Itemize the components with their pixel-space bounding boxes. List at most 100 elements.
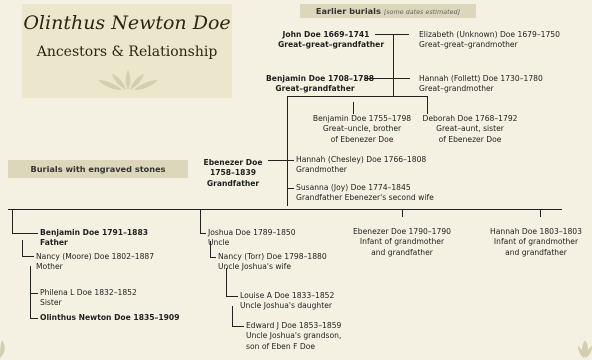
descent-line-nancy-moore (30, 266, 31, 318)
person-relationship: Sister (40, 298, 62, 308)
person-name: Benjamin Doe 1791–1883 (40, 228, 149, 237)
person-relationship: Grandfather (206, 178, 260, 188)
person-name: Edward J Doe 1853–1859 (246, 321, 342, 330)
person-john-doe: John Doe 1669–1741 Great–great–grandfath… (278, 30, 385, 51)
branch-line-edward (232, 326, 244, 327)
descent-line-ebenezer (287, 96, 288, 206)
person-joshua-doe: Joshua Doe 1789–1850 Uncle (208, 228, 296, 249)
leaf-sprig-icon (0, 340, 5, 358)
person-name: Hannah (Follett) Doe 1730–1780 (419, 74, 543, 83)
person-relationship: Uncle (208, 238, 230, 248)
person-benjamin-doe-1755: Benjamin Doe 1755–1798 Great–uncle, brot… (312, 114, 412, 145)
person-susanna-joy-doe: Susanna (Joy) Doe 1774–1845 Grandfather … (296, 183, 434, 204)
person-relationship: Great–aunt, sister (436, 124, 504, 134)
descent-line-louise (232, 306, 233, 326)
descent-line-nancy-torr (226, 268, 227, 296)
branch-line-philena (30, 293, 38, 294)
sibling-bar-ebenezer (287, 96, 428, 97)
person-relationship: Father (40, 238, 68, 248)
person-name: Nancy (Torr) Doe 1798–1880 (218, 252, 327, 261)
person-relationship: Great–grandfather (275, 84, 355, 94)
person-name: Hannah Doe 1803–1803 (490, 227, 582, 236)
descent-line-benjamin-1755 (353, 102, 354, 114)
branch-line-nancy-torr (210, 257, 216, 258)
branch-line-ebenezer (268, 160, 287, 161)
person-relationship: Grandfather Ebenezer's second wife (296, 193, 434, 203)
branch-line-nancy-moore (22, 256, 34, 257)
person-name: Ebenezer Doe 1790–1790 (353, 227, 451, 236)
person-louise-doe: Louise A Doe 1833–1852 Uncle Joshua's da… (240, 291, 334, 312)
person-relationship: Great–grandmother (419, 84, 494, 94)
person-name: Benjamin Doe 1755–1798 (312, 114, 412, 123)
title-panel: Olinthus Newton Doe Ancestors & Relation… (22, 4, 232, 98)
person-ebenezer-doe-1790: Ebenezer Doe 1790–1790 Infant of grandmo… (348, 227, 456, 258)
person-name: Deborah Doe 1768–1792 (422, 114, 518, 123)
person-relationship: Great–great–grandfather (278, 40, 385, 50)
branch-line-susanna (287, 188, 294, 189)
marriage-line-benjamin-sr (365, 78, 410, 79)
marriage-line-joshua (210, 241, 211, 257)
person-philena-doe: Philena L Doe 1832–1852 Sister (40, 288, 137, 309)
person-name: Olinthus Newton Doe 1835–1909 (40, 313, 180, 322)
engraved-stones-banner: Burials with engraved stones (8, 160, 188, 178)
person-name: Benjamin Doe 1708–1788 (266, 74, 375, 83)
person-nancy-torr-doe: Nancy (Torr) Doe 1798–1880 Uncle Joshua'… (218, 252, 327, 273)
person-hannah-doe-1803: Hannah Doe 1803–1803 Infant of grandmoth… (484, 227, 588, 258)
branch-line-louise (226, 296, 238, 297)
branch-line-benjamin-1791 (12, 233, 38, 234)
person-name: John Doe 1669–1741 (282, 30, 370, 39)
person-edward-doe: Edward J Doe 1853–1859 Uncle Joshua's gr… (246, 321, 341, 352)
descent-line-ebenezer-1790 (402, 209, 403, 217)
earlier-burials-label: Earlier burials (315, 6, 381, 16)
descent-line-joshua (200, 209, 201, 233)
person-relationship: Infant of grandmother (359, 237, 445, 247)
person-relationship: Grandmother (296, 165, 347, 175)
person-relationship: Infant of grandmother (493, 237, 579, 247)
person-name: Nancy (Moore) Doe 1802–1887 (36, 252, 155, 261)
person-name: Louise A Doe 1833–1852 (240, 291, 335, 300)
marriage-line-benjamin-1791 (22, 240, 23, 256)
descent-line-deborah (427, 96, 428, 114)
person-relationship: Great–great–grandmother (419, 40, 518, 50)
page-subtitle: Ancestors & Relationship (36, 44, 218, 60)
person-name: Joshua Doe 1789–1850 (208, 228, 296, 237)
person-dates: 1758–1839 (209, 168, 257, 178)
person-name: Philena L Doe 1832–1852 (40, 288, 137, 297)
descent-line-benjamin-1791 (12, 209, 13, 233)
person-benjamin-doe-1791: Benjamin Doe 1791–1883 Father (40, 228, 148, 249)
person-elizabeth-doe: Elizabeth (Unknown) Doe 1679–1750 Great–… (419, 30, 560, 51)
person-relationship: Uncle Joshua's daughter (240, 301, 333, 311)
descent-line-john (393, 34, 394, 78)
person-relationship: Mother (36, 262, 63, 272)
page-title: Olinthus Newton Doe (23, 12, 231, 34)
leaf-sprig-icon (578, 340, 592, 358)
person-relationship-detail: and grandfather (505, 247, 567, 257)
person-relationship-detail: son of Eben F Doe (246, 341, 316, 351)
person-benjamin-doe-1708: Benjamin Doe 1708–1788 Great–grandfather (266, 74, 375, 95)
person-olinthus-newton-doe: Olinthus Newton Doe 1835–1909 (40, 313, 179, 323)
earlier-burials-banner: Earlier burials [some dates estimated] (300, 4, 476, 18)
person-hannah-follett-doe: Hannah (Follett) Doe 1730–1780 Great–gra… (419, 74, 543, 95)
person-relationship: Uncle Joshua's grandson, (246, 331, 342, 341)
children-bar (8, 209, 562, 210)
earlier-burials-note: [some dates estimated] (383, 8, 461, 16)
person-relationship-detail: of Ebenezer Doe (438, 134, 502, 144)
branch-line-hannah-chesley (287, 160, 294, 161)
person-ebenezer-doe: Ebenezer Doe 1758–1839 Grandfather (198, 158, 268, 189)
marriage-line-john (375, 34, 409, 35)
person-relationship-detail: and grandfather (371, 247, 433, 257)
person-name: Elizabeth (Unknown) Doe 1679–1750 (419, 30, 560, 39)
person-relationship: Uncle Joshua's wife (218, 262, 291, 272)
person-deborah-doe: Deborah Doe 1768–1792 Great–aunt, sister… (420, 114, 520, 145)
descent-line-hannah-1803 (540, 209, 541, 217)
branch-line-joshua (200, 233, 206, 234)
branch-line-olinthus (30, 318, 38, 319)
person-name: Susanna (Joy) Doe 1774–1845 (296, 183, 411, 192)
descent-line-benjamin-sr (393, 78, 394, 96)
person-relationship-detail: of Ebenezer Doe (330, 134, 394, 144)
person-hannah-chesley-doe: Hannah (Chesley) Doe 1766–1808 Grandmoth… (296, 155, 426, 176)
person-relationship: Great–uncle, brother (322, 124, 402, 134)
person-nancy-moore-doe: Nancy (Moore) Doe 1802–1887 Mother (36, 252, 154, 273)
leaf-sprig-icon (98, 70, 158, 90)
